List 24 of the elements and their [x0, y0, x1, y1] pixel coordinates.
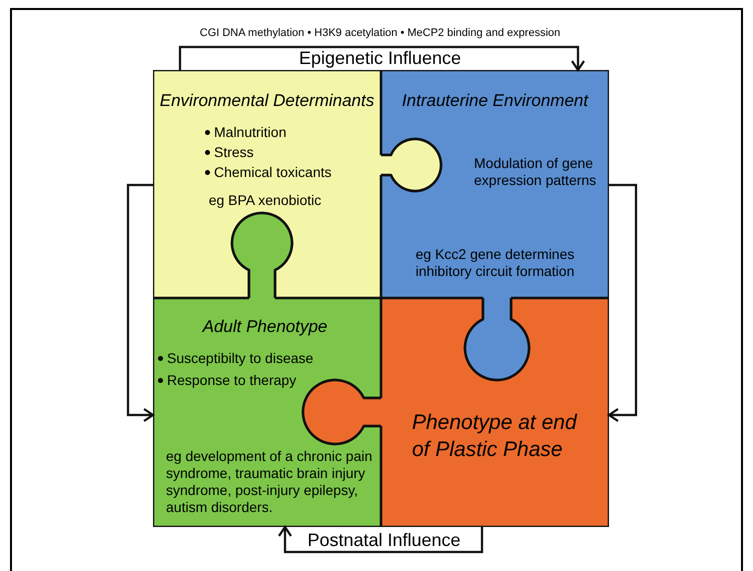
piece-heading: Phenotype at end of Plastic Phase — [412, 410, 578, 463]
piece-heading: Environmental Determinants — [158, 90, 376, 112]
piece-text: eg BPA xenobiotic — [208, 192, 322, 209]
piece-text: Modulation of gene expression patterns — [474, 155, 598, 189]
connector-arrow — [178, 46, 586, 72]
connector-arrow — [278, 526, 484, 554]
list-item: Stress — [214, 144, 254, 162]
list-item: Susceptibilty to disease — [167, 350, 314, 368]
edge-label: Epigenetic Influence — [298, 47, 462, 69]
list-item: Chemical toxicants — [214, 164, 332, 182]
piece-text: eg Kcc2 gene determines inhibitory circuit formation — [414, 246, 576, 280]
mechanism-note: CGI DNA methylation • H3K9 acetylation • MeCP2 binding and expression — [198, 27, 562, 41]
piece-heading: Adult Phenotype — [201, 316, 328, 338]
connector-arrow — [126, 184, 154, 422]
list-item: Malnutrition — [214, 124, 286, 142]
list-item: Response to therapy — [167, 372, 296, 390]
puzzle-piece — [153, 70, 381, 298]
puzzle-piece — [381, 298, 609, 527]
puzzle-piece — [381, 70, 609, 298]
piece-heading: Intrauterine Environment — [400, 90, 590, 112]
piece-text: eg development of a chronic pain syndrome, traumatic brain injury syndrome, post-injury epilepsy, autism disorders. — [166, 448, 374, 516]
connector-arrow — [608, 184, 638, 422]
edge-label: Postnatal Influence — [306, 529, 462, 551]
puzzle-piece — [153, 298, 381, 527]
